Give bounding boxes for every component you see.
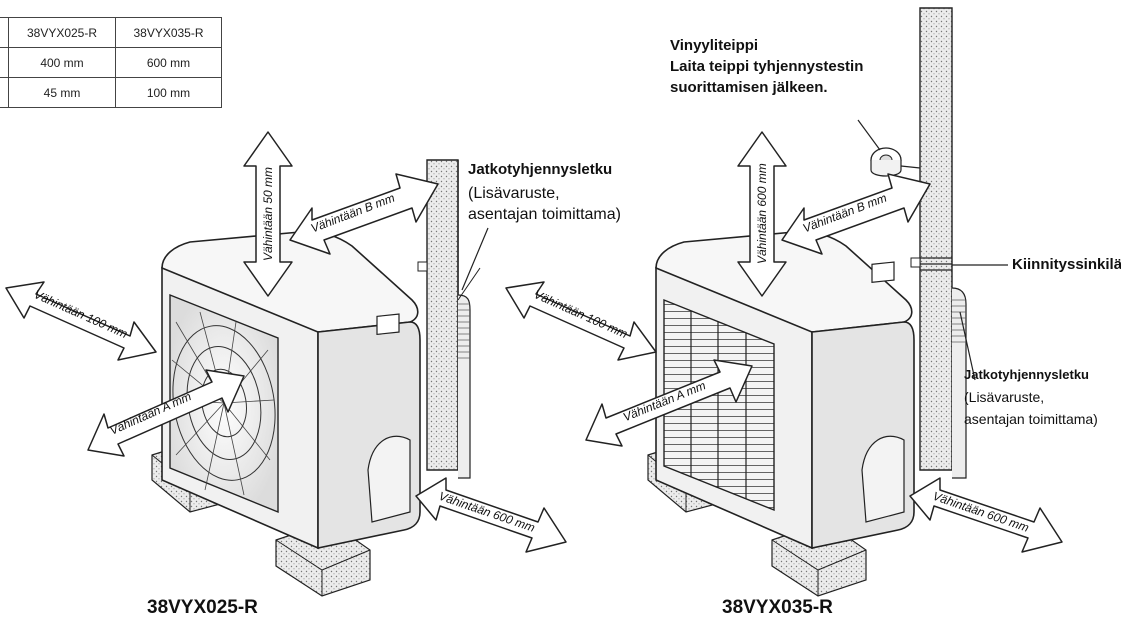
left-model-label: 38VYX025-R: [147, 597, 258, 618]
tape-title: Vinyyliteippi: [670, 37, 759, 54]
left-hose-note-2: asentajan toimittama): [468, 206, 621, 223]
clearance-table: 38VYX025-R 38VYX035-R 400 mm 600 mm 45 m…: [0, 17, 222, 108]
left-arrow-top-label: Vähintään 50 mm: [261, 166, 275, 262]
arrow-back: [289, 173, 439, 255]
arrow-top: [243, 131, 293, 297]
left-clearance-arrows: [5, 131, 567, 553]
right-hose-title: Jatkotyhjennysletku: [964, 367, 1089, 382]
right-model-label: 38VYX035-R: [722, 597, 833, 618]
left-hose-note-1: (Lisävaruste,: [468, 185, 560, 202]
right-arrow-top-label: Vähintään 600 mm: [755, 163, 769, 264]
right-louver-grille: [663, 298, 775, 512]
right-outdoor-unit: [647, 7, 1008, 597]
arrow-left: [505, 281, 657, 361]
table-cell: 400 mm: [8, 47, 116, 78]
left-outdoor-unit: [151, 159, 489, 597]
arrow-front: [87, 369, 245, 457]
arrow-front: [585, 359, 753, 447]
right-hose-note-2: asentajan toimittama): [964, 411, 1098, 427]
table-header-row: 38VYX025-R 38VYX035-R: [0, 17, 222, 48]
arrow-bottom-right: [415, 477, 567, 553]
right-drain-pipe: [857, 7, 1008, 479]
tape-note-2: suorittamisen jälkeen.: [670, 79, 828, 96]
arrow-back: [781, 173, 931, 255]
table-header-cell: 38VYX035-R: [115, 17, 222, 48]
table-row: 400 mm 600 mm: [0, 47, 222, 78]
arrow-left: [5, 281, 157, 361]
arrow-top: [737, 131, 787, 297]
left-drain-pipe: [417, 159, 489, 479]
right-hose-note-1: (Lisävaruste,: [964, 389, 1045, 405]
right-clearance-arrows: [505, 131, 1063, 553]
left-hose-title: Jatkotyhjennysletku: [468, 161, 613, 178]
table-row: 45 mm 100 mm: [0, 77, 222, 108]
arrow-bottom-right: [909, 477, 1063, 553]
tape-note-1: Laita teippi tyhjennystestin: [670, 58, 864, 75]
vinyl-tape-roll: [857, 119, 921, 177]
table-cell: 100 mm: [115, 77, 222, 108]
table-cell: 45 mm: [8, 77, 116, 108]
clamp-label: Kiinnityssinkilä: [1012, 256, 1121, 273]
